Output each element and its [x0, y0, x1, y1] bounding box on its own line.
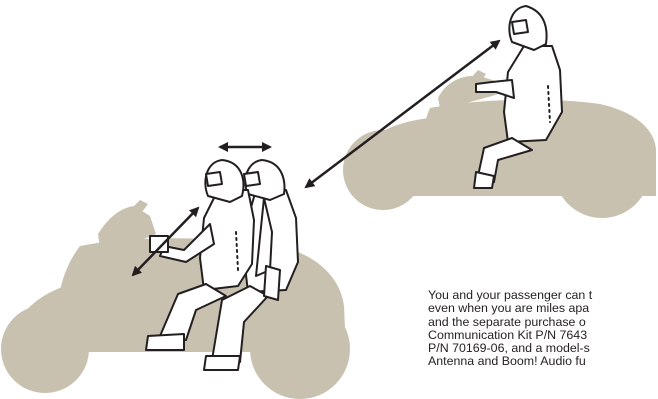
caption-line: and the separate purchase o	[428, 316, 658, 329]
caption-line: P/N 70169-06, and a model-s	[428, 342, 658, 355]
caption-line: even when you are miles apa	[428, 302, 658, 315]
caption-line: You and your passenger can t	[428, 289, 658, 302]
caption-paragraph: You and your passenger can t even when y…	[428, 289, 658, 369]
caption-line: Antenna and Boom! Audio fu	[428, 355, 658, 368]
caption-line: Communication Kit P/N 7643	[428, 329, 658, 342]
